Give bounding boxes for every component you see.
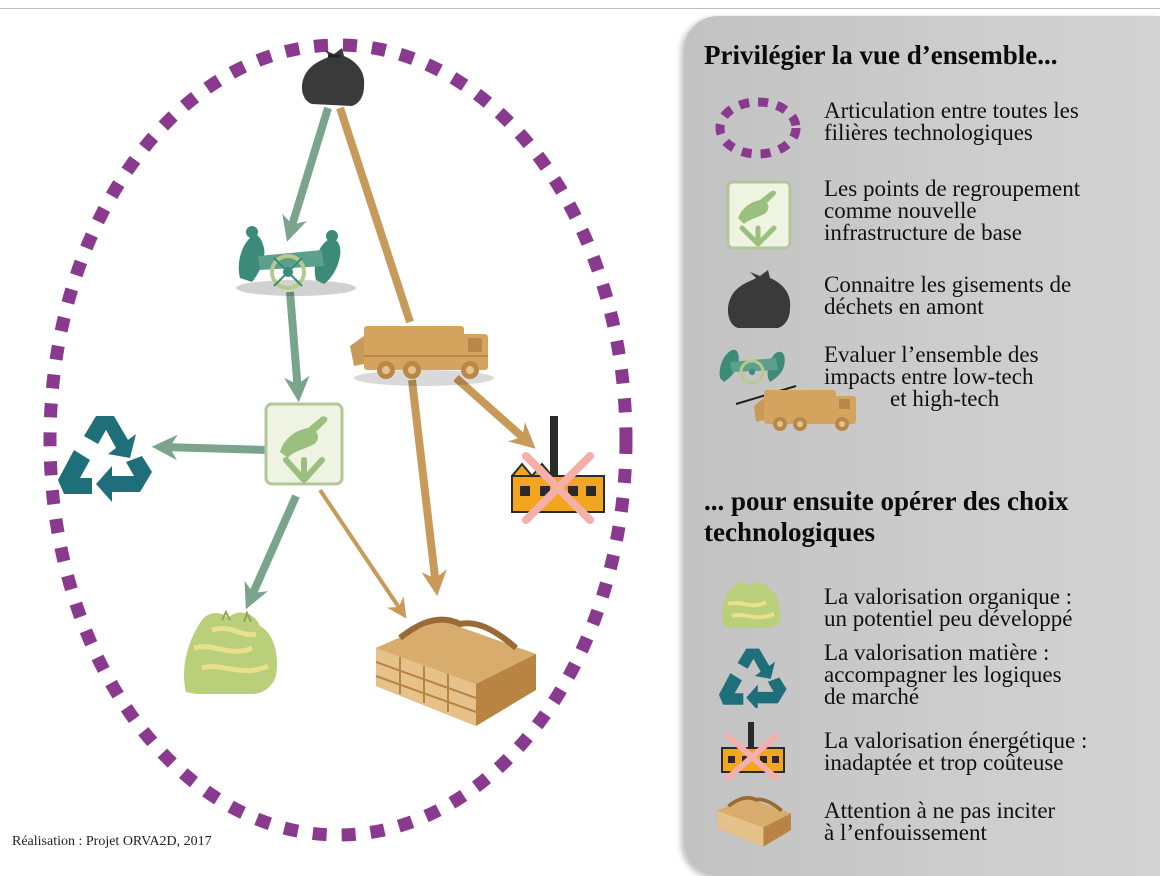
crossed-incinerator-icon	[721, 722, 785, 780]
legend-text-line: La valorisation énergétique :	[824, 728, 1088, 753]
arrow-point-to-landfill	[318, 488, 407, 619]
legend-text-line: comme nouvelle	[824, 198, 977, 223]
legend-text-line: à l’enfouissement	[824, 820, 987, 845]
legend-text-line: inadaptée et trop coûteuse	[824, 750, 1064, 775]
garbage-truck-icon	[350, 326, 494, 386]
legend-text-line: de marché	[824, 684, 920, 709]
waste-flow-diagram	[43, 38, 633, 842]
hand-collection-point-icon	[264, 402, 344, 486]
cart-vs-truck-icon	[719, 349, 856, 431]
legend-heading-overview: Privilégier la vue d’ensemble...	[704, 40, 1058, 70]
recycle-icon	[58, 416, 152, 502]
legend-text-line: accompagner les logiques	[824, 662, 1062, 687]
legend-text-line: La valorisation organique :	[824, 584, 1073, 609]
arrow-bag-to-cart	[282, 106, 332, 242]
dotted-ellipse-icon	[43, 38, 633, 842]
legend-text-line: Connaitre les gisements de	[824, 272, 1072, 297]
arrow-truck-to-incinerator	[453, 375, 536, 449]
compost-icon	[722, 582, 781, 628]
flow-arrows	[151, 106, 536, 619]
legend-text-line: impacts entre low-tech	[824, 364, 1034, 389]
arrow-point-to-compost	[244, 494, 300, 610]
credit-text: Réalisation : Projet ORVA2D, 2017	[12, 834, 212, 849]
arrow-cart-to-point	[284, 291, 310, 403]
crossed-incinerator-icon	[511, 416, 605, 524]
recycle-icon	[718, 648, 787, 708]
legend-text-line: La valorisation matière :	[824, 640, 1050, 665]
legend-text-line: Articulation entre toutes les	[824, 98, 1079, 123]
top-rule	[0, 8, 1160, 9]
legend-text-line: Attention à ne pas inciter	[824, 798, 1056, 823]
landfill-icon	[717, 795, 791, 847]
legend-panel: Privilégier la vue d’ensemble... Articul…	[684, 16, 1160, 876]
compost-icon	[183, 609, 278, 694]
legend-text-line: et high-tech	[890, 386, 1000, 411]
legend-text-line: un potentiel peu développé	[824, 606, 1073, 631]
legend-text-line: filières technologiques	[824, 120, 1033, 145]
low-tech-cart-icon	[236, 226, 356, 296]
arrow-point-to-recycle	[151, 434, 267, 461]
legend-text-line: Les points de regroupement	[824, 176, 1081, 201]
trash-bag-icon	[301, 48, 365, 106]
dotted-ellipse-icon	[715, 97, 801, 159]
legend-text-line: infrastructure de base	[824, 220, 1022, 245]
landfill-icon	[375, 616, 536, 726]
arrow-truck-to-landfill	[408, 379, 447, 597]
hand-collection-point-icon	[726, 180, 792, 250]
legend-text-line: déchets en amont	[824, 294, 984, 319]
legend-text-line: Evaluer l’ensemble des	[824, 342, 1039, 367]
legend-heading-choices-text: ... pour ensuite opérer des choix techno…	[704, 486, 1069, 547]
legend-heading-choices: ... pour ensuite opérer des choix techno…	[704, 486, 1144, 548]
arrow-bag-to-truck	[336, 106, 414, 324]
trash-bag-icon	[727, 270, 791, 328]
